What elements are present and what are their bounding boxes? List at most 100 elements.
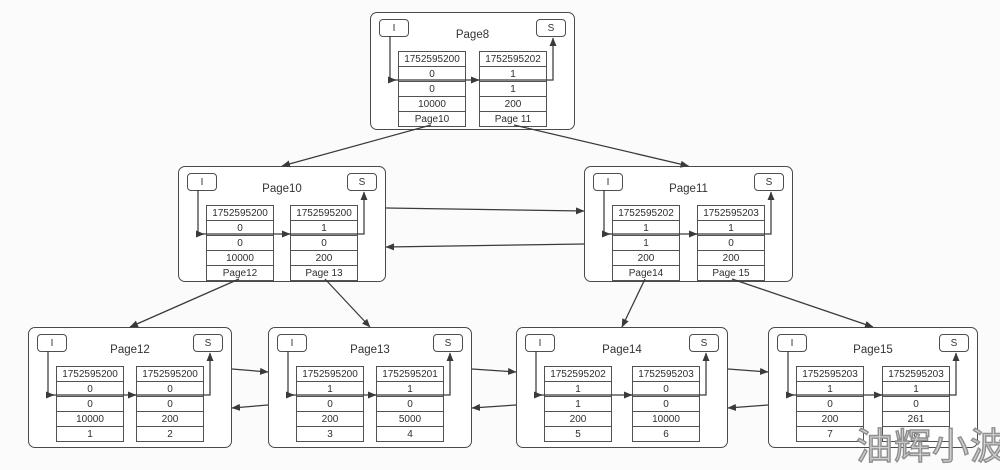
record-cell: 200	[296, 411, 364, 427]
record-cell: 0	[296, 396, 364, 412]
record-cell-child-pointer: Page12	[206, 265, 274, 281]
record-table-left: 1752595202 1 1 200 5	[544, 366, 612, 442]
parent-child-arrow	[731, 278, 874, 328]
parent-child-arrow	[324, 278, 371, 328]
prev-sibling-arrow	[231, 403, 269, 411]
record-cell: 10000	[398, 96, 466, 112]
record-cell: 1752595200	[296, 366, 364, 382]
parent-child-arrow	[513, 124, 689, 168]
page-node-page14: I Page14 S 1752595202 1 1 200 5 17525952…	[516, 327, 728, 448]
record-cell: 1	[544, 381, 612, 397]
record-table-left: 1752595200 1 0 200 3	[296, 366, 364, 442]
record-cell: 0	[398, 81, 466, 97]
record-cell: 1	[796, 381, 864, 397]
record-cell-child-pointer: 7	[796, 426, 864, 442]
next-sibling-arrow	[385, 207, 585, 215]
record-cell-child-pointer: 8	[882, 426, 950, 442]
record-cell: 200	[612, 250, 680, 266]
record-cell: 0	[796, 396, 864, 412]
record-cell: 1	[882, 381, 950, 397]
parent-child-arrow	[281, 124, 432, 168]
record-table-left: 1752595203 1 0 200 7	[796, 366, 864, 442]
supremum-record-button: S	[689, 334, 719, 352]
parent-child-arrow	[621, 278, 646, 328]
record-cell: 1752595203	[632, 366, 700, 382]
record-cell: 200	[290, 250, 358, 266]
record-cell-child-pointer: 6	[632, 426, 700, 442]
record-cell: 0	[697, 235, 765, 251]
parent-child-arrow	[129, 278, 240, 328]
record-cell-child-pointer: Page 11	[479, 111, 547, 127]
record-cell-child-pointer: Page 13	[290, 265, 358, 281]
record-cell: 1	[612, 220, 680, 236]
record-cell: 1	[296, 381, 364, 397]
record-table-right: 1752595203 1 0 200 Page 15	[697, 205, 765, 281]
record-cell: 1	[376, 381, 444, 397]
record-cell: 1752595203	[796, 366, 864, 382]
page-node-page10: I Page10 S 1752595200 0 0 10000 Page12 1…	[178, 166, 386, 282]
record-cell: 5000	[376, 411, 444, 427]
record-cell: 0	[290, 235, 358, 251]
record-cell: 10000	[632, 411, 700, 427]
page-node-page11: I Page11 S 1752595202 1 1 200 Page14 175…	[584, 166, 793, 282]
supremum-record-button: S	[536, 19, 566, 37]
record-table-right: 1752595200 1 0 200 Page 13	[290, 205, 358, 281]
record-cell-child-pointer: Page14	[612, 265, 680, 281]
record-cell: 0	[56, 381, 124, 397]
record-table-right: 1752595201 1 0 5000 4	[376, 366, 444, 442]
record-cell: 1752595202	[479, 51, 547, 67]
next-sibling-arrow	[471, 367, 517, 375]
record-cell: 1752595201	[376, 366, 444, 382]
prev-sibling-arrow	[727, 403, 769, 411]
record-cell: 1752595203	[882, 366, 950, 382]
record-table-right: 1752595202 1 1 200 Page 11	[479, 51, 547, 127]
record-cell: 200	[479, 96, 547, 112]
record-cell-child-pointer: 1	[56, 426, 124, 442]
record-cell: 0	[136, 381, 204, 397]
record-cell: 1752595200	[136, 366, 204, 382]
record-cell: 0	[56, 396, 124, 412]
record-cell: 200	[136, 411, 204, 427]
record-cell: 1	[479, 81, 547, 97]
record-cell: 1	[544, 396, 612, 412]
record-cell: 0	[632, 396, 700, 412]
prev-sibling-arrow	[385, 243, 585, 251]
next-sibling-arrow	[727, 367, 769, 375]
supremum-record-button: S	[433, 334, 463, 352]
record-cell: 261	[882, 411, 950, 427]
record-cell: 1	[697, 220, 765, 236]
record-cell-child-pointer: 3	[296, 426, 364, 442]
infimum-record-button: I	[187, 173, 217, 191]
next-sibling-arrow	[231, 367, 269, 375]
supremum-record-button: S	[939, 334, 969, 352]
record-cell: 1	[612, 235, 680, 251]
record-cell-child-pointer: 5	[544, 426, 612, 442]
record-cell: 1752595202	[612, 205, 680, 221]
page-node-page8: I Page8 S 1752595200 0 0 10000 Page10 17…	[370, 12, 575, 130]
record-cell: 1752595200	[56, 366, 124, 382]
record-cell: 1752595202	[544, 366, 612, 382]
record-cell-child-pointer: Page10	[398, 111, 466, 127]
record-cell: 0	[376, 396, 444, 412]
record-table-left: 1752595202 1 1 200 Page14	[612, 205, 680, 281]
record-table-left: 1752595200 0 0 10000 Page10	[398, 51, 466, 127]
record-cell-child-pointer: 2	[136, 426, 204, 442]
supremum-record-button: S	[754, 173, 784, 191]
watermark: 油辉小波	[855, 425, 1000, 467]
record-cell-child-pointer: Page 15	[697, 265, 765, 281]
page-node-page13: I Page13 S 1752595200 1 0 200 3 17525952…	[268, 327, 472, 448]
record-cell: 1752595200	[398, 51, 466, 67]
supremum-record-button: S	[193, 334, 223, 352]
record-cell: 1752595203	[697, 205, 765, 221]
record-cell: 10000	[206, 250, 274, 266]
record-cell: 200	[796, 411, 864, 427]
supremum-record-button: S	[347, 173, 377, 191]
record-cell: 1	[290, 220, 358, 236]
record-cell: 1752595200	[206, 205, 274, 221]
record-cell: 200	[544, 411, 612, 427]
record-cell: 0	[206, 220, 274, 236]
record-table-right: 1752595203 0 0 10000 6	[632, 366, 700, 442]
record-table-right: 1752595200 0 0 200 2	[136, 366, 204, 442]
record-cell: 0	[882, 396, 950, 412]
